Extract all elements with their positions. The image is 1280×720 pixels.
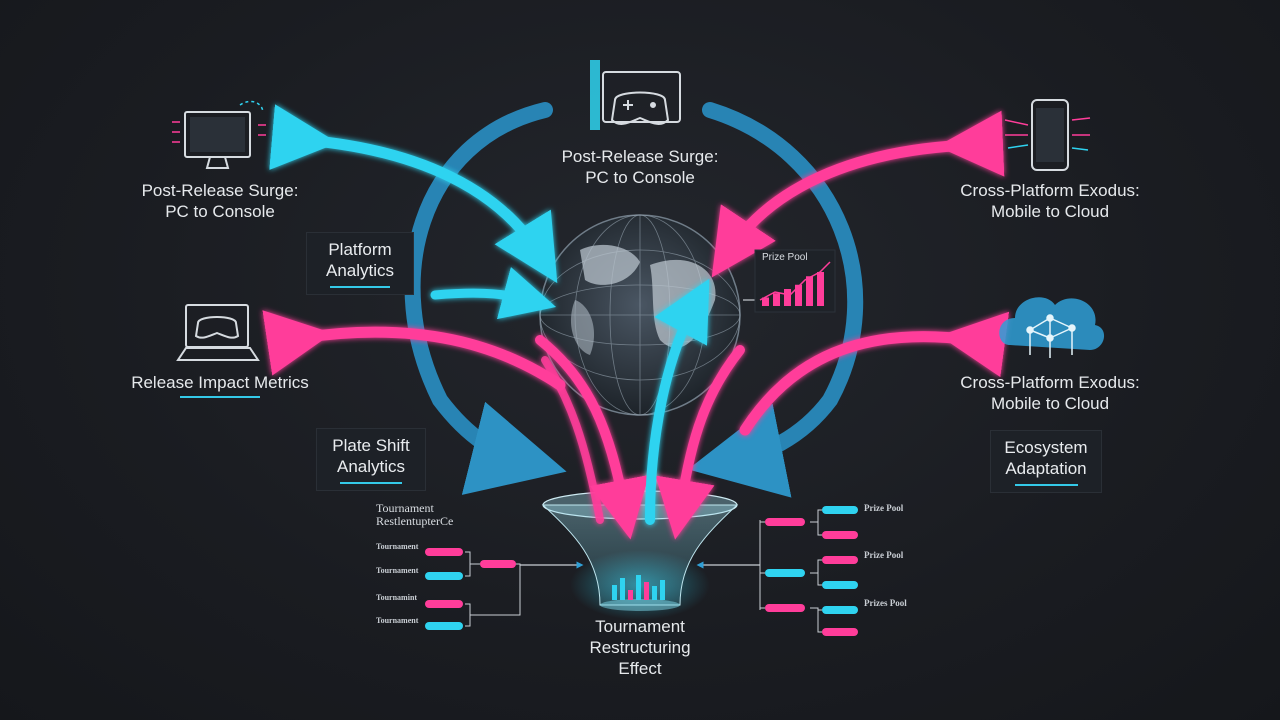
label-left-top: Post-Release Surge: PC to Console	[141, 181, 299, 221]
magenta-flow-arrow	[655, 345, 745, 540]
left-bracket-entry: Tournament	[376, 542, 419, 551]
ecosystem-adaptation-text: Ecosystem Adaptation	[1004, 438, 1088, 478]
left-bracket-title: Tournament RestlentupterCe	[376, 501, 454, 528]
cyan-arrow-left-mid	[430, 266, 557, 320]
left-bracket-entry: Tournament	[376, 616, 419, 625]
right-bracket-pills	[765, 506, 858, 636]
cyan-flow-arrow	[645, 278, 710, 525]
prize-trend-line	[759, 261, 831, 301]
funnel-icon	[541, 490, 739, 620]
magenta-arrow-right-top	[711, 110, 1005, 278]
left-bracket-tree	[465, 551, 521, 627]
cyan-arrow-left-top	[269, 104, 558, 284]
prize-bar	[762, 297, 769, 306]
magenta-arrow-right-mid	[739, 311, 1010, 436]
right-bracket-tree	[759, 509, 822, 633]
plate-shift-analytics-box: Plate Shift Analytics	[316, 428, 426, 491]
magenta-arrow-left-mid	[262, 310, 566, 391]
left-bracket-pills	[425, 548, 516, 630]
label-right-top: Cross-Platform Exodus: Mobile to Cloud	[960, 181, 1140, 221]
left-bracket-entry: Tournamint	[376, 593, 418, 602]
prize-bar	[806, 276, 813, 306]
ecosystem-adaptation-box: Ecosystem Adaptation	[990, 430, 1102, 493]
label-left-mid: Release Impact Metrics	[131, 373, 309, 392]
plate-shift-analytics-text: Plate Shift Analytics	[332, 436, 410, 476]
prize-bar	[773, 293, 780, 306]
platform-analytics-text: Platform Analytics	[325, 240, 395, 280]
right-bracket-entry: Prize Pool	[864, 550, 904, 560]
prize-pool-title: Prize Pool	[762, 252, 808, 263]
label-center-bottom: Tournament Restructuring Effect	[589, 617, 691, 678]
prize-bars	[762, 272, 824, 306]
prize-bar	[784, 289, 791, 306]
bracket-connectors	[520, 299, 760, 569]
globe-icon	[539, 214, 741, 416]
monitor-icon	[172, 100, 266, 169]
phone-icon	[1004, 99, 1091, 171]
label-top-center: Post-Release Surge: PC to Console	[561, 147, 719, 187]
left-bracket-entry: Tournament	[376, 566, 419, 575]
left-mid-underline	[180, 396, 260, 398]
prize-bar	[817, 272, 824, 306]
label-right-mid: Cross-Platform Exodus: Mobile to Cloud	[960, 373, 1140, 413]
cloud-network-icon	[999, 297, 1105, 358]
console-icon	[590, 60, 681, 130]
magenta-flow-arrow	[535, 335, 649, 540]
prize-bar	[795, 284, 802, 306]
right-bracket-entry: Prizes Pool	[864, 598, 907, 608]
prize-pool-chart	[754, 249, 836, 313]
laptop-gamepad-icon	[176, 304, 260, 361]
right-bracket-entry: Prize Pool	[864, 503, 904, 513]
platform-analytics-box: Platform Analytics	[306, 232, 414, 295]
